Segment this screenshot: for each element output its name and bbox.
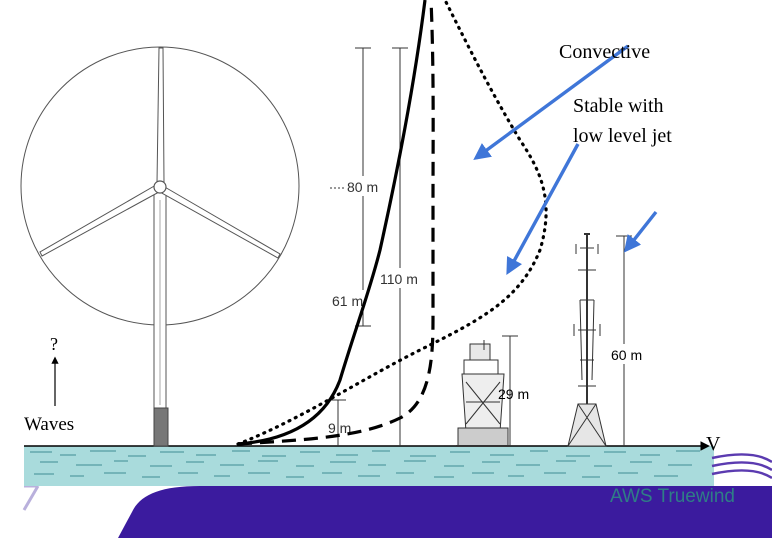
turbine-hub bbox=[153, 180, 167, 194]
mast-pointer-arrow bbox=[623, 210, 658, 253]
question-mark: ? bbox=[50, 334, 58, 354]
dimension-29m bbox=[502, 335, 518, 446]
left-corner-mark bbox=[22, 484, 40, 511]
height-61m-label: 61 m bbox=[332, 293, 363, 309]
logo-text: AWS Truewind bbox=[610, 486, 735, 507]
height-60m-label: 60 m bbox=[611, 347, 642, 363]
v-axis-label: V bbox=[706, 433, 721, 455]
turbine-foundation bbox=[153, 407, 169, 447]
profile-curve-dashed bbox=[237, 0, 435, 446]
bottom-banner bbox=[118, 486, 772, 538]
turbine-blade-left bbox=[39, 184, 160, 257]
profile-curve-dotted bbox=[236, 0, 548, 446]
dimension-9m bbox=[330, 399, 346, 446]
waves-label: Waves bbox=[24, 414, 74, 435]
logo-stripes-icon bbox=[711, 453, 772, 480]
met-mast bbox=[567, 233, 607, 447]
wind-turbine bbox=[20, 46, 300, 447]
stable-pointer-arrow bbox=[506, 143, 580, 275]
aws-truewind-logo: AWS Truewind bbox=[610, 453, 772, 507]
turbine-blade-up bbox=[156, 47, 165, 184]
height-80m-label: 80 m bbox=[347, 179, 378, 195]
stable-label-line2: low level jet bbox=[573, 125, 672, 147]
height-9m-label: 9 m bbox=[328, 420, 351, 436]
convective-label: Convective bbox=[559, 41, 650, 63]
dimension-60m bbox=[616, 235, 632, 446]
dimension-110m bbox=[392, 47, 408, 446]
profile-curve-solid bbox=[237, 0, 427, 446]
height-29m-label: 29 m bbox=[498, 386, 529, 402]
height-110m-label: 110 m bbox=[380, 271, 418, 287]
offshore-platform bbox=[456, 340, 510, 447]
convective-pointer-arrow bbox=[473, 44, 630, 161]
stable-label-line1: Stable with bbox=[573, 95, 664, 117]
wave-marks bbox=[30, 450, 700, 478]
turbine-blade-right bbox=[159, 185, 281, 259]
